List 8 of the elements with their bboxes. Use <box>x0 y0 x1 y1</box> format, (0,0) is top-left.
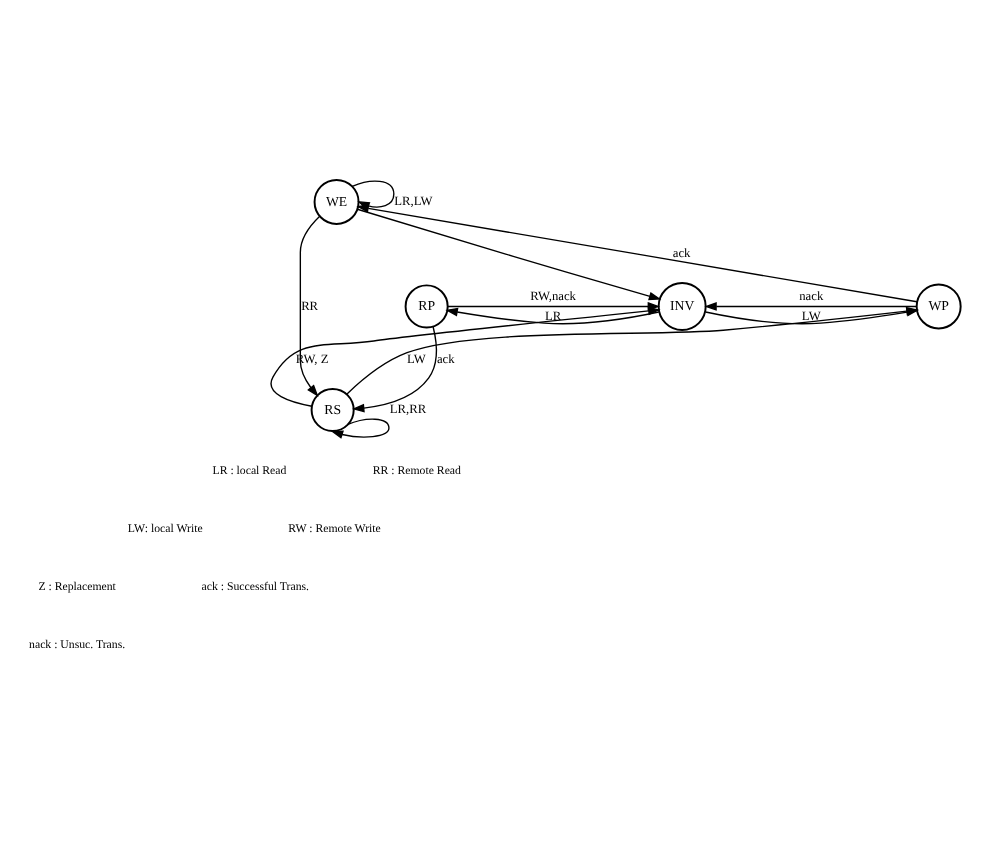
arrow <box>445 307 660 325</box>
arrow <box>351 326 437 413</box>
arrow <box>356 208 662 301</box>
arrow <box>704 302 918 311</box>
arrow <box>299 215 321 397</box>
arrow <box>356 204 918 303</box>
arrow <box>330 418 390 439</box>
arrow <box>270 306 661 407</box>
